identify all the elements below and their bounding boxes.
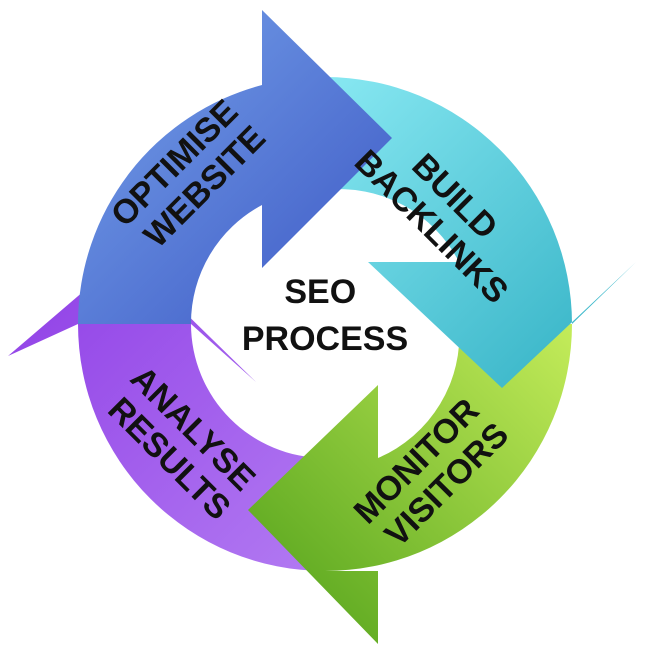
center-title: SEO PROCESS: [242, 273, 408, 358]
step-arrow-monitor: [248, 324, 572, 644]
step-arrow-backlinks: [325, 77, 636, 388]
step-arrow-analyse: [8, 255, 325, 571]
step-arrow-optimise: [77, 10, 393, 324]
